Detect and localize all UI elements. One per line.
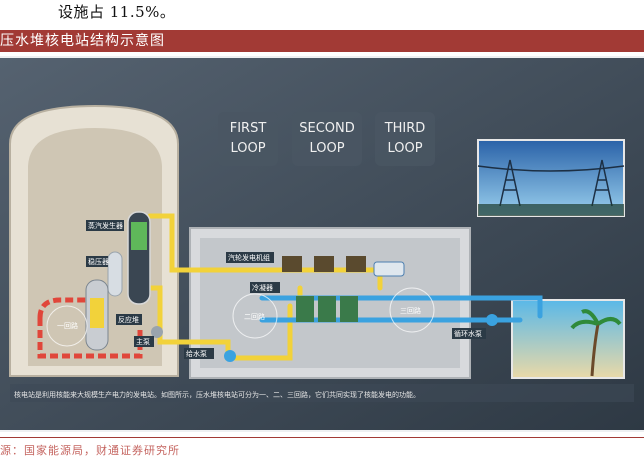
pressurizer — [107, 251, 123, 297]
circ-pump-icon — [486, 314, 498, 326]
label-secondary-loop: 二回路 — [244, 312, 265, 321]
turbine-generator — [282, 256, 405, 277]
third-loop-ring — [389, 287, 435, 333]
diagram-caption: 核电站是利用核能来大规模生产电力的发电站。如图所示，压水堆核电站可分为一、二、三… — [14, 390, 420, 399]
sea-panel — [511, 299, 625, 379]
caption-bar — [10, 384, 634, 402]
source-note: 源：国家能源局，财通证券研究所 — [0, 444, 180, 457]
loop-label-first: FIRST — [230, 121, 267, 136]
feed-pump-icon — [224, 350, 236, 362]
plant-diagram: FIRST LOOP SECOND LOOP THIRD LOOP — [0, 56, 644, 432]
footer-divider — [0, 437, 644, 438]
main-pump-icon — [151, 326, 163, 338]
svg-text:LOOP: LOOP — [387, 141, 422, 156]
label-third-loop: 三回路 — [400, 306, 421, 315]
palm-tree-icon — [570, 309, 622, 377]
label-turbine-generator: 汽轮发电机组 — [228, 253, 270, 262]
power-grid-panel — [477, 139, 625, 217]
condenser — [296, 296, 358, 322]
loop-label-second: SECOND — [299, 121, 355, 136]
loop-labels: FIRST LOOP SECOND LOOP THIRD LOOP — [218, 112, 435, 166]
transmission-tower-icon — [477, 159, 625, 207]
label-primary-loop: 一回路 — [57, 321, 78, 330]
figure-title: 压水堆核电站结构示意图 — [0, 30, 644, 52]
label-condenser: 冷凝器 — [252, 283, 273, 292]
body-text-fragment: 设施占 11.5%。 — [58, 3, 176, 21]
label-pressurizer: 稳压器 — [88, 257, 109, 266]
svg-text:LOOP: LOOP — [309, 141, 344, 156]
label-circ-pump: 循环水泵 — [454, 329, 482, 338]
label-feed-pump: 给水泵 — [186, 349, 207, 358]
label-steam-generator: 蒸汽发生器 — [88, 221, 123, 230]
second-loop-ring — [232, 293, 278, 339]
label-reactor: 反应堆 — [118, 315, 139, 324]
first-loop-ring — [46, 305, 88, 347]
plant-diagram-svg: FIRST LOOP SECOND LOOP THIRD LOOP — [0, 58, 644, 430]
loop-label-third: THIRD — [384, 121, 426, 136]
label-main-pump: 主泵 — [136, 337, 150, 346]
svg-text:LOOP: LOOP — [230, 141, 265, 156]
first-loop-pipes — [37, 297, 143, 359]
